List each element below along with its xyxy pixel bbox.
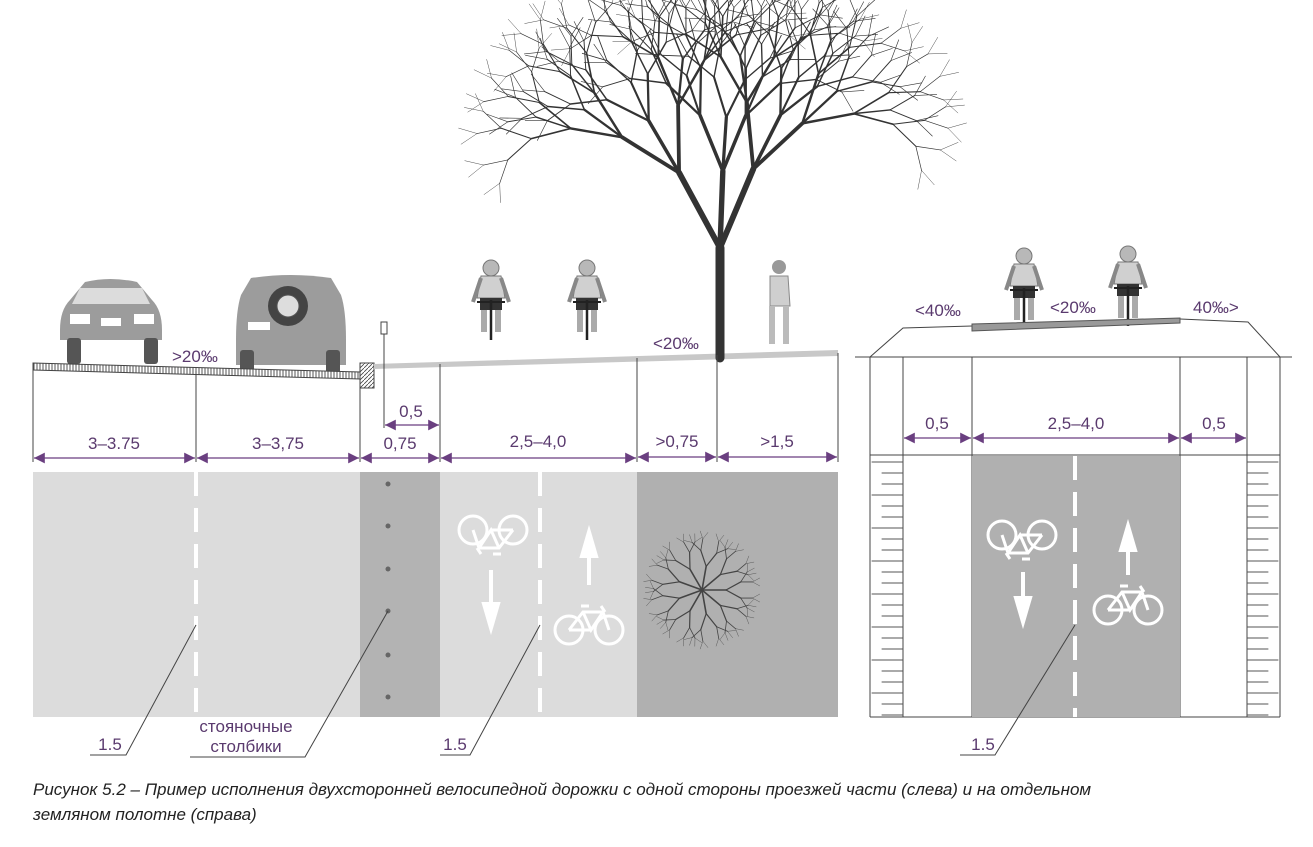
paving-surface [971,317,1181,332]
leader-label: 1.5 [98,735,122,754]
path-slope-label: <20‰ [653,334,699,353]
car-front-icon [60,279,162,364]
leader-label: стояночные [199,717,292,736]
arrow-down-icon [1013,572,1033,630]
dimension-label: 2,5–4,0 [510,432,567,451]
parking-post-icon [380,321,388,335]
arrow-up-icon [579,524,599,585]
dimension-label: 0,75 [383,434,416,453]
tree-top-view-icon [643,530,760,650]
dimension-label: 2,5–4,0 [1048,414,1105,433]
slope-label: <20‰ [1050,298,1096,317]
dimension-label: 0,5 [1202,414,1226,433]
left-plan-view [33,472,838,717]
road-slope-label: >20‰ [172,347,218,366]
dimension-label: >1,5 [760,432,794,451]
caption-line: земляном полотне (справа) [33,805,257,824]
left-cross-section: >20‰ <20‰ 3–3.75 3–3,75 0,75 2,5–4,0 >0,… [32,0,967,464]
cyclist-icon [1110,246,1146,326]
pedestrian-icon [769,260,791,344]
arrow-up-icon [1118,518,1138,575]
dimension-label: >0,75 [655,432,698,451]
slope-label: 40‰> [1193,298,1239,317]
cyclist-icon [473,260,509,340]
tree-icon [458,0,967,363]
cyclist-icon [569,260,605,340]
leader-label: 1.5 [443,735,467,754]
leader-label: столбики [210,737,281,756]
caption-line: Рисунок 5.2 – Пример исполнения двухстор… [33,780,1092,799]
arrow-down-icon [481,570,501,636]
curb [359,362,375,389]
bike-path-surface [374,350,838,369]
dimension-label: 0,5 [925,414,949,433]
dimension-label: 3–3.75 [88,434,140,453]
post-offset-label: 0,5 [399,402,423,421]
slope-label: <40‰ [915,301,961,320]
figure-caption: Рисунок 5.2 – Пример исполнения двухстор… [33,777,1293,827]
dimension-label: 3–3,75 [252,434,304,453]
right-cross-section: <40‰ <20‰ 40‰> 0,5 2,5–4,0 0,5 1.5 [855,246,1292,756]
cyclist-icon [1006,248,1042,328]
leader-label: 1.5 [971,735,995,754]
suv-rear-icon [236,275,346,374]
